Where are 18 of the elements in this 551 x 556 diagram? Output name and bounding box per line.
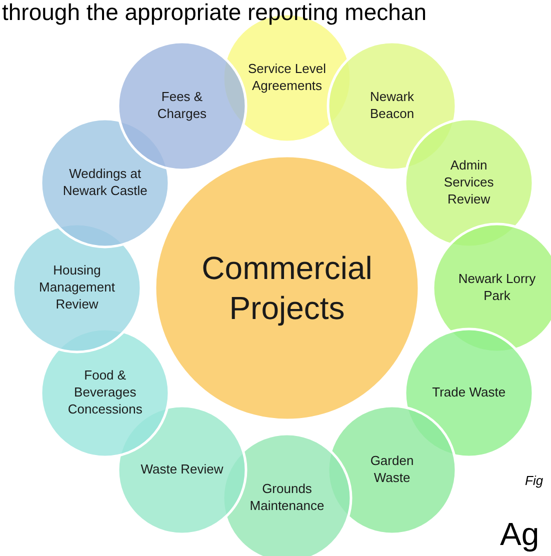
project-label: Newark Lorry Park <box>457 271 537 305</box>
project-circle <box>327 404 457 535</box>
figure-caption: Fig <box>525 474 544 488</box>
project-label: Newark Beacon <box>368 89 416 124</box>
project-label: Fees & Charges <box>156 89 208 124</box>
project-label: Garden Waste <box>369 452 415 487</box>
heading-text: Ag <box>500 518 540 552</box>
project-label: Waste Review <box>140 461 224 478</box>
project-label: Service Level Agreements <box>246 61 328 95</box>
center-title: Commercial Projects <box>200 249 374 328</box>
project-label: Trade Waste <box>431 384 507 402</box>
project-label: Admin Services Review <box>442 158 495 208</box>
project-label: Weddings at Newark Castle <box>62 166 148 200</box>
project-label: Grounds Maintenance <box>248 481 326 515</box>
project-label: Housing Management Review <box>38 262 116 314</box>
project-label: Food & Beverages Concessions <box>66 368 144 418</box>
central-circle <box>154 155 420 421</box>
body-text: through the appropriate reporting mechan <box>2 0 427 24</box>
